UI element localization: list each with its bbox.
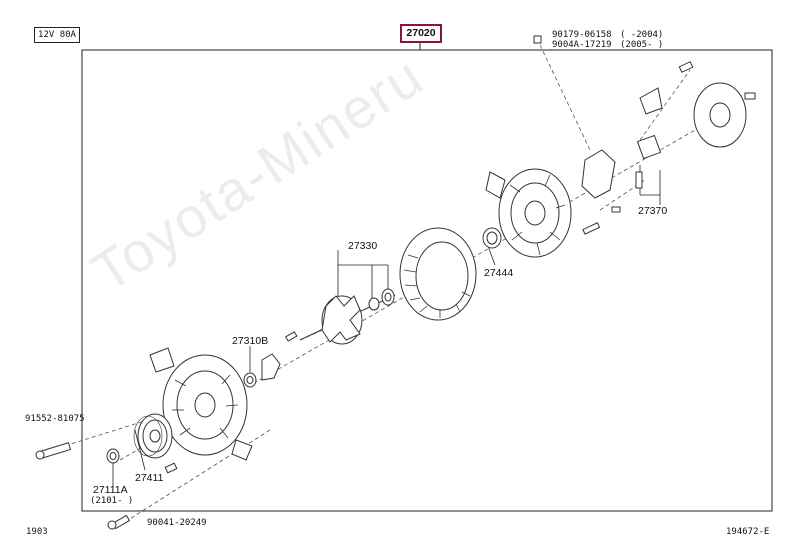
callout-rotor-cover[interactable]: 27310B: [232, 335, 269, 347]
through-bolt: [35, 442, 72, 460]
diagram-frame: [81, 49, 773, 512]
callout-through-bolt[interactable]: 91552-81075: [25, 414, 85, 424]
front-housing: [149, 347, 253, 461]
callout-bolt-90179[interactable]: 90179-06158: [552, 30, 612, 40]
callout-brush-holder[interactable]: 27370: [638, 205, 668, 217]
rear-housing: [485, 168, 572, 258]
callout-bolt-9004a[interactable]: 9004A-17219: [552, 40, 612, 50]
clutch-nut: [106, 448, 120, 464]
callout-bolt-9004a-range: (2005- ): [620, 40, 664, 50]
callout-clutch-range: (2101- ): [90, 496, 134, 506]
rear-cover: [639, 61, 756, 148]
rotor-cover-parts: [243, 331, 298, 388]
brush-holder: [581, 134, 662, 235]
voltage-label: 12V 80A: [34, 27, 80, 43]
footer-left-code: 1903: [26, 527, 48, 537]
bottom-bolt: [107, 514, 131, 530]
footer-right-code: 194672-E: [726, 527, 770, 537]
pulley: [133, 413, 173, 459]
callout-clutch[interactable]: 27111A: [93, 484, 128, 496]
small-nut: [164, 462, 178, 474]
stator: [399, 227, 477, 321]
leader-lines: [112, 165, 661, 488]
callout-pulley[interactable]: 27411: [135, 472, 164, 484]
callout-bolt-90179-range: ( -2004): [620, 30, 664, 40]
rear-bearing-ring: [482, 227, 502, 249]
main-part-number[interactable]: 27020: [400, 24, 442, 43]
small-screw: [533, 35, 542, 44]
callout-bearing-cover[interactable]: 27444: [484, 267, 514, 279]
callout-bottom-bolt[interactable]: 90041-20249: [147, 518, 207, 528]
rotor: [299, 288, 396, 345]
callout-rotor[interactable]: 27330: [348, 240, 378, 252]
